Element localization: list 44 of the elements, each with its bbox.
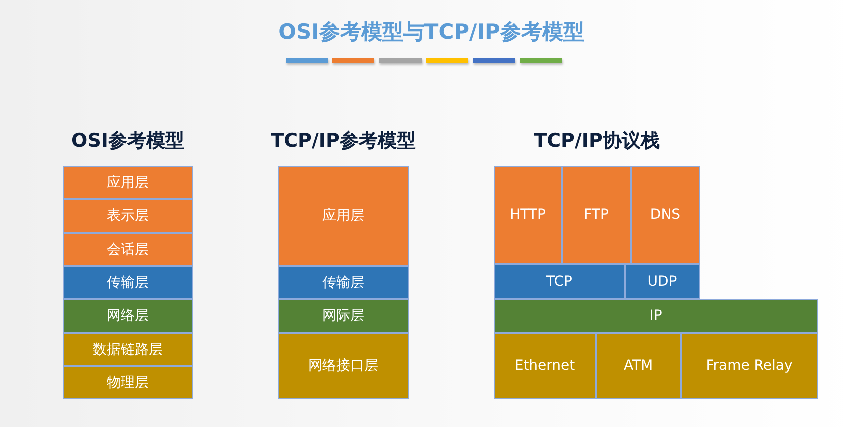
column-heading: TCP/IP参考模型: [270, 129, 417, 154]
layer-box: [278, 166, 409, 266]
layer-name: 会话层: [107, 240, 149, 258]
layer-name: 物理层: [107, 374, 149, 392]
layer-name: 网际层: [322, 307, 364, 325]
layer-name: 表示层: [107, 207, 149, 225]
layer-name: ATM: [624, 358, 654, 374]
layer-box: [63, 199, 193, 233]
layer-box: [625, 264, 700, 299]
layer-box: [63, 233, 193, 266]
column-heading: OSI参考模型: [70, 129, 186, 154]
layer-name: 传输层: [107, 274, 149, 292]
title: OSI参考模型与TCP/IP参考模型: [278, 19, 586, 46]
layer-box: [63, 333, 193, 366]
layer-box: [494, 264, 625, 299]
layer-name: HTTP: [510, 207, 546, 223]
layer-box: [278, 333, 409, 399]
layer-name: 应用层: [322, 207, 364, 225]
layer-box: [631, 166, 700, 264]
layer-box: [63, 266, 193, 299]
layer-box: [596, 333, 681, 399]
layer-box: [63, 166, 193, 199]
layer-name: TCP: [546, 274, 572, 290]
layer-name: 网络接口层: [308, 357, 378, 375]
layer-box: [562, 166, 631, 264]
layer-name: 数据链路层: [93, 340, 163, 358]
layer-name: DNS: [650, 207, 681, 223]
layer-box: [63, 299, 193, 333]
layer-box: [278, 299, 409, 333]
layer-name: 传输层: [322, 274, 364, 292]
layer-box: [681, 333, 818, 399]
layer-box: [494, 299, 818, 333]
layer-name: 网络层: [107, 307, 149, 325]
layer-name: Ethernet: [514, 358, 576, 374]
layer-box: [494, 333, 596, 399]
layer-name: UDP: [648, 274, 678, 290]
layer-box: [278, 266, 409, 299]
layer-box: [494, 166, 562, 264]
layer-name: FTP: [584, 207, 609, 223]
layer-name: 应用层: [107, 174, 149, 192]
layer-name: Frame Relay: [706, 358, 793, 374]
column-heading: TCP/IP协议栈: [533, 129, 661, 154]
layer-name: IP: [650, 308, 662, 324]
layer-box: [63, 366, 193, 399]
